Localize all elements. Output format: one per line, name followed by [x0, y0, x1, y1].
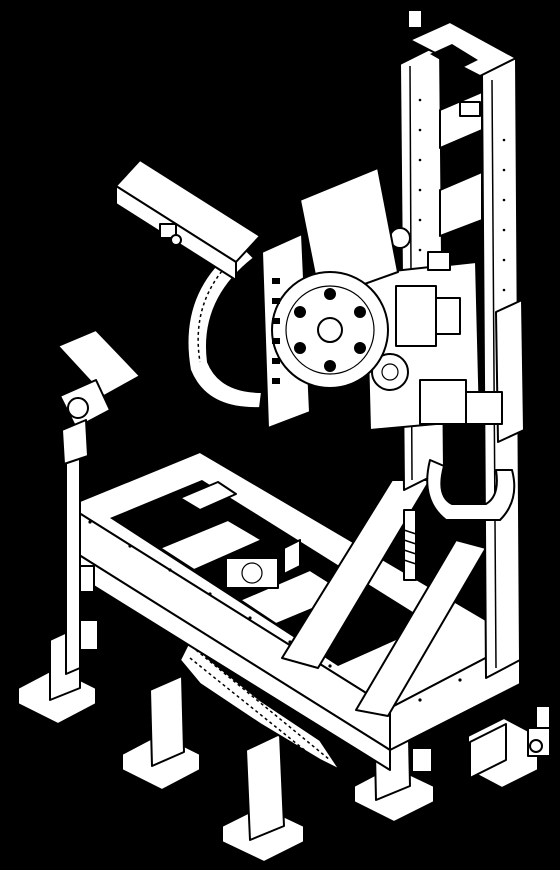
- swing-arm: [261, 167, 399, 429]
- camera-lens: [67, 397, 89, 419]
- camera-head: [57, 329, 141, 397]
- mast-top-hook: [407, 9, 423, 29]
- arm-plate: [299, 167, 399, 301]
- end-fittings: [411, 739, 543, 773]
- motor-2: [419, 379, 467, 425]
- end-block-right: [469, 723, 507, 779]
- pedestal-post: [65, 449, 81, 675]
- actuator: [403, 509, 417, 581]
- pedestal: [57, 329, 141, 675]
- leg-mid-left: [149, 675, 185, 767]
- carriage: [365, 227, 503, 431]
- cable-loop: [426, 459, 516, 521]
- base-internals: [179, 481, 301, 589]
- boom: [115, 159, 261, 281]
- lower-cable-chain: [179, 639, 341, 771]
- base-crossbar: [159, 519, 263, 571]
- motor-1: [395, 285, 437, 347]
- actuator-rod: [403, 509, 417, 581]
- base-frame: [67, 451, 551, 779]
- leg-front: [245, 733, 285, 841]
